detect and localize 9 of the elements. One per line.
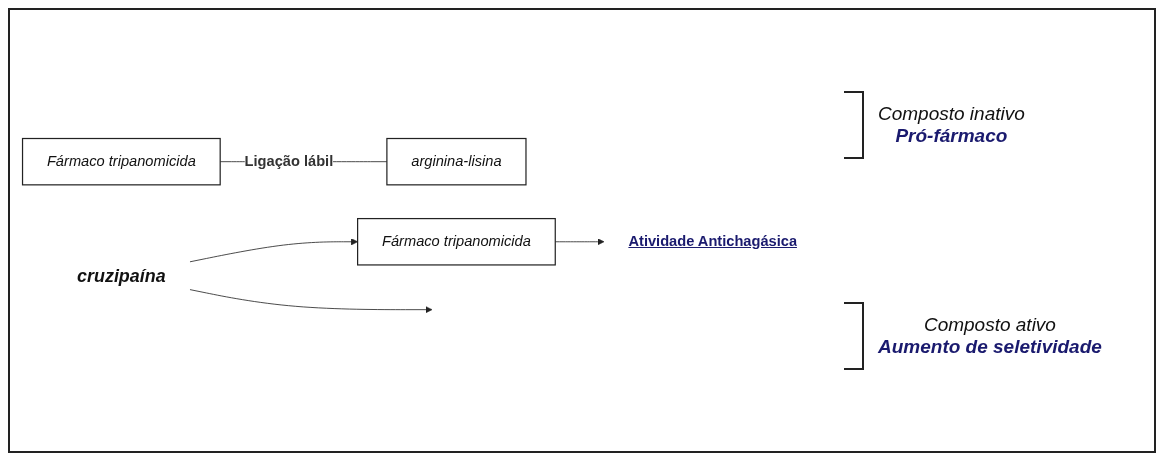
process-box: Fármaco tripanomicida	[21, 138, 221, 186]
process-box: arginina-lisina	[386, 138, 527, 186]
note-heading: Pró-fármaco	[895, 125, 1008, 148]
note-text: Composto ativo	[923, 313, 1056, 336]
note-heading: Aumento de seletividade	[878, 335, 1102, 358]
node-text: cruzipaína	[77, 265, 166, 287]
process-box: Fármaco tripanomicida	[357, 218, 556, 266]
node-text: Atividade Antichagásica	[628, 233, 798, 250]
note-text: Composto inativo	[878, 103, 1025, 126]
